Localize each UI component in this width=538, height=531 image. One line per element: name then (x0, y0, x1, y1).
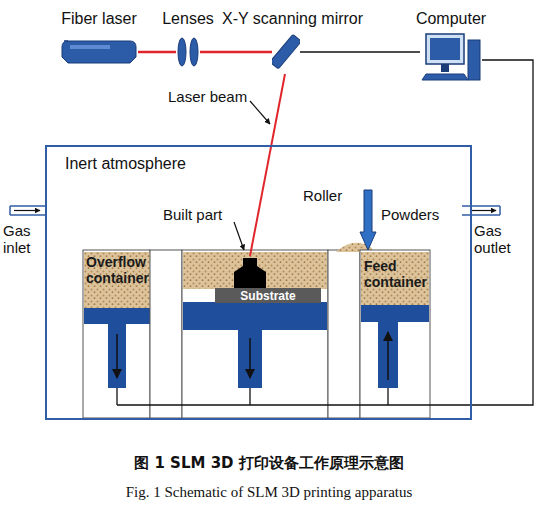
mirror-device: X-Y scanning mirror (272, 30, 300, 74)
pillar (328, 250, 360, 418)
gas-inlet-pipe (10, 206, 47, 215)
leader-arrow (234, 222, 244, 250)
piston-rod (378, 322, 398, 388)
mirror-icon (272, 30, 300, 74)
laser-beam-line (250, 74, 285, 256)
computer-device: Computer (420, 32, 482, 90)
powder-bed (361, 252, 429, 306)
laser-device: Fiber laser (60, 39, 138, 65)
roller-shape (360, 190, 376, 250)
part-label: Feed container (362, 256, 428, 292)
callout-label: Gas outlet (474, 222, 524, 257)
device-label: X-Y scanning mirror (222, 10, 363, 28)
substrate-plate: Substrate (215, 288, 321, 303)
container-wall (360, 250, 430, 418)
built-part-shape (234, 258, 266, 288)
gas-flow-arrow (470, 210, 496, 211)
powder-bed (84, 252, 150, 309)
laser-beam-path (138, 51, 176, 54)
device-label: Fiber laser (61, 10, 137, 28)
container-wall (83, 250, 150, 418)
callout-label: Built part (163, 206, 222, 223)
callout-label: Roller (303, 187, 342, 204)
device-label: Computer (416, 10, 486, 28)
callout-label: Laser beam (168, 88, 247, 105)
powder-bed (183, 252, 327, 289)
caption-english: Fig. 1 Schematic of SLM 3D printing appa… (0, 484, 538, 501)
caption-chinese: 图 1 SLM 3D 打印设备工作原理示意图 (0, 455, 538, 472)
piston-plate (361, 305, 429, 322)
gas-flow-arrow (14, 210, 40, 211)
piston-rod (238, 330, 262, 388)
region-label: Inert atmosphere (65, 155, 186, 173)
callout-label: Powders (381, 206, 439, 223)
container-wall (182, 250, 328, 418)
computer-icon (420, 32, 482, 90)
motion-arrow (249, 338, 251, 378)
lenses-icon (176, 36, 200, 68)
powder-container: Overflow container (84, 252, 150, 292)
lenses-device: Lenses (176, 36, 200, 68)
part-label: Substrate (240, 290, 295, 302)
piston-plate (84, 308, 150, 324)
motion-arrow (387, 332, 389, 380)
build-platform (183, 302, 327, 330)
piston-rod (108, 324, 126, 388)
pillar (150, 250, 182, 418)
motion-arrow (116, 334, 118, 378)
device-label: Lenses (162, 10, 214, 28)
callout-label: Gas inlet (3, 222, 43, 257)
laser-beam-path (200, 51, 272, 54)
inert-chamber: Inert atmosphereOverflow containerSubstr… (45, 145, 472, 420)
laser-icon (60, 39, 138, 65)
powder-container: Feed container (362, 256, 428, 296)
signal-line (300, 51, 420, 53)
part-label: Overflow container (84, 252, 150, 288)
leader-arrow (250, 101, 270, 124)
gas-outlet-pipe (462, 206, 500, 215)
